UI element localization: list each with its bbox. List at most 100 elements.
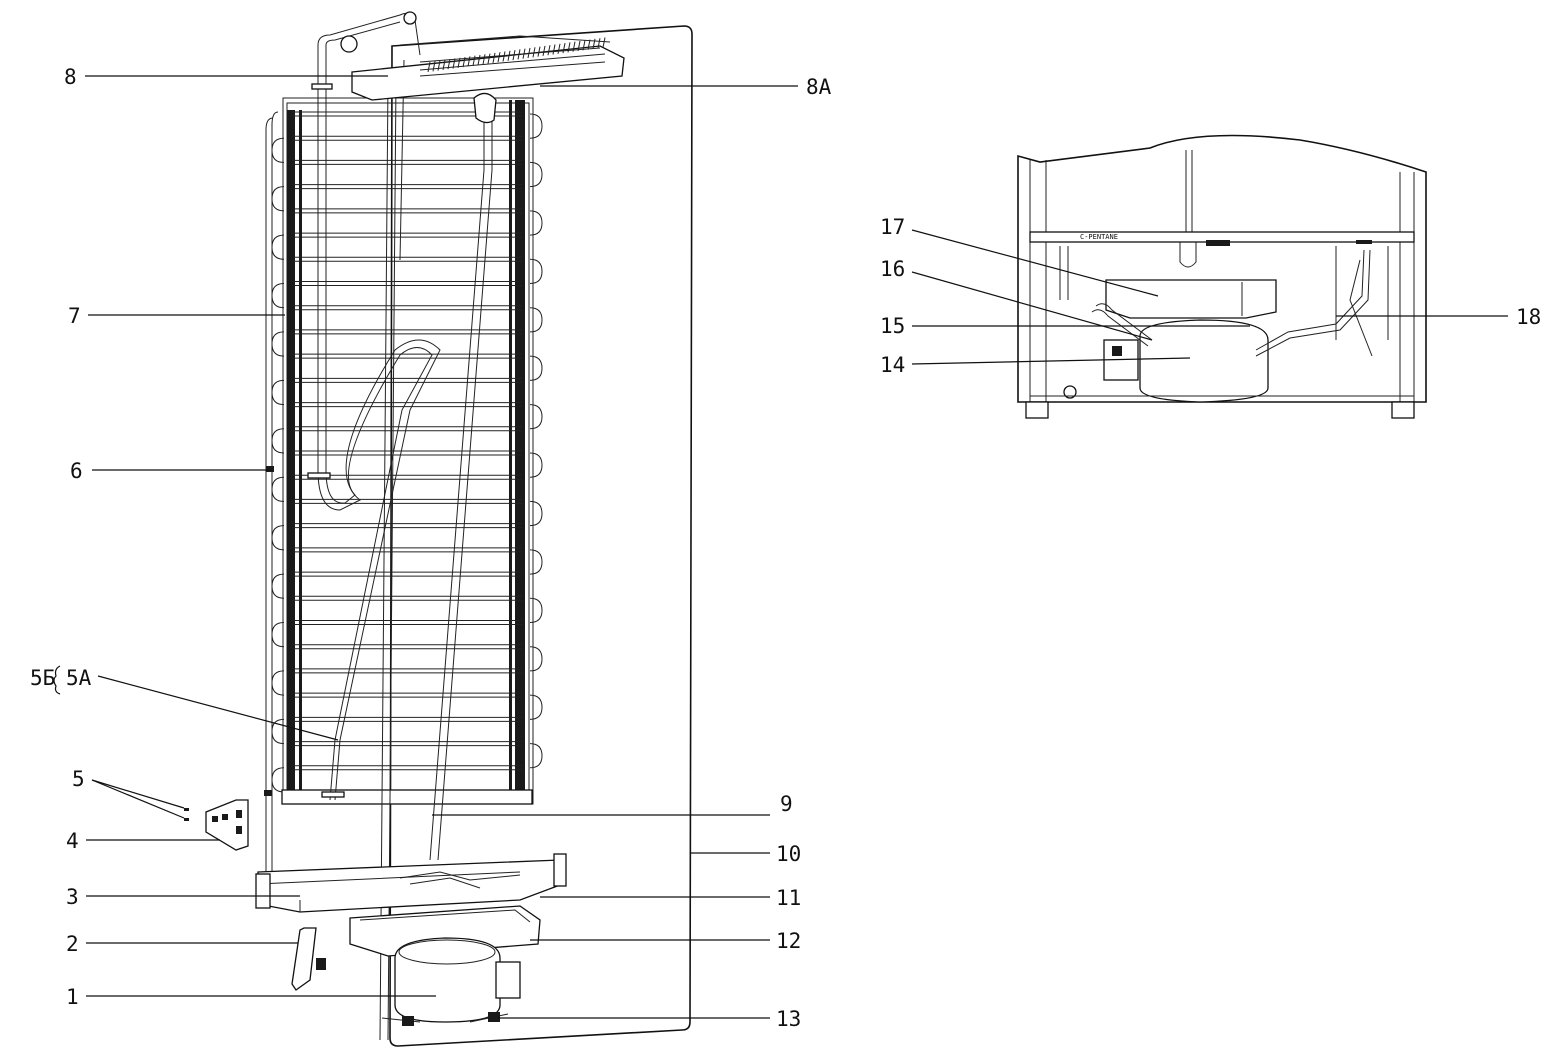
- tray-fin: [532, 47, 536, 58]
- tray-fin: [517, 49, 521, 60]
- drip-tray: [349, 905, 541, 957]
- coil-bend: [271, 428, 285, 454]
- inset-tab-2: [1356, 240, 1372, 244]
- coil-bend: [271, 476, 285, 502]
- tray-fin: [497, 52, 501, 63]
- coil-bend: [529, 404, 543, 430]
- coil-bend: [271, 670, 285, 696]
- label-7: 7: [68, 304, 81, 328]
- tray-fin: [467, 56, 471, 67]
- tray-fin: [427, 61, 431, 73]
- capillary-clip-upper: [307, 472, 331, 479]
- inset-leader-lines: [911, 229, 1508, 365]
- inset-drain-hook: [1179, 242, 1197, 268]
- compressor: [381, 937, 521, 1026]
- tray-fin: [452, 58, 456, 69]
- tray-fin: [482, 54, 486, 65]
- label-18: 18: [1516, 305, 1541, 329]
- inset-pipe-18: [1255, 249, 1371, 357]
- capillary-tube-2: [325, 45, 433, 801]
- coil-bend: [529, 597, 543, 623]
- hinge-hole-1: [212, 816, 218, 822]
- compressor-dome: [398, 939, 496, 965]
- coil-bend: [529, 500, 543, 527]
- screw-2: [184, 818, 189, 821]
- coil-bend: [271, 767, 285, 793]
- base-plate: [257, 859, 561, 913]
- compressor-body: [394, 937, 501, 1023]
- suction-line-top: [473, 92, 497, 124]
- coil-bend: [529, 452, 543, 478]
- label-5: 5: [72, 767, 85, 791]
- tray-fin: [597, 38, 601, 49]
- base-plate-edge: [257, 871, 521, 912]
- inset-labels: 17 16 15 14 18: [880, 215, 1541, 377]
- filter-clamp: [316, 958, 326, 970]
- label-4: 4: [66, 829, 79, 853]
- label-14: 14: [880, 353, 905, 377]
- label-6: 6: [70, 459, 83, 483]
- coil-bend: [529, 694, 543, 720]
- screw-1: [184, 808, 189, 811]
- tray-fin: [572, 41, 576, 52]
- coil-bend: [529, 307, 543, 333]
- hinge-hole-4: [236, 826, 242, 834]
- tray-fin: [567, 42, 571, 53]
- tray-fin: [512, 50, 516, 61]
- coil-bend: [271, 525, 285, 551]
- compressor-base: [255, 853, 567, 913]
- tray-fin: [562, 43, 566, 54]
- capillary-clip-lower: [321, 791, 345, 798]
- tray-fin: [552, 44, 556, 55]
- hinge-hole-2: [222, 814, 228, 820]
- coil-bend: [529, 355, 543, 381]
- label-2: 2: [66, 932, 79, 956]
- tray-fin: [507, 50, 511, 61]
- coil-bend: [271, 379, 285, 406]
- tray-fin: [462, 57, 466, 68]
- condenser-rail-right: [515, 100, 525, 800]
- coil-bend: [529, 549, 543, 575]
- condenser-rail-left: [287, 110, 295, 800]
- label-3: 3: [66, 885, 79, 909]
- condenser-rail-right-2: [509, 100, 512, 800]
- tray-fin: [527, 47, 531, 59]
- coil-bend: [271, 234, 285, 260]
- coil-bend: [271, 186, 285, 212]
- tray-fin: [587, 39, 591, 50]
- leader-lines: [53, 75, 798, 1019]
- back-panel: [389, 25, 693, 1047]
- filter-drier: [291, 927, 317, 991]
- tray-fin: [542, 45, 546, 56]
- label-17: 17: [880, 215, 905, 239]
- condenser-bottom-bar: [281, 789, 533, 805]
- base-bracket-right: [553, 853, 567, 887]
- tray-fin: [522, 48, 526, 59]
- inset-pipe-16b: [1091, 309, 1149, 347]
- coil-bend: [271, 331, 285, 357]
- tray-fin: [457, 57, 461, 68]
- tray-fin: [432, 61, 436, 72]
- coil-bend: [271, 622, 285, 648]
- pipe-clip-lower: [264, 790, 272, 796]
- compressor-foot-left: [402, 1016, 414, 1026]
- label-1: 1: [66, 985, 79, 1009]
- label-10: 10: [776, 842, 801, 866]
- inset-pipe-right: [1349, 259, 1373, 357]
- suction-line-2: [437, 110, 493, 861]
- inset-relay-dark: [1112, 346, 1122, 356]
- tray-fin: [477, 54, 481, 66]
- inset-bottom-view: C-PENTANE 17: [880, 134, 1541, 419]
- hinge-hole-3: [236, 810, 242, 818]
- pipe-clip-6: [266, 466, 274, 472]
- top-tray-body: [351, 45, 625, 101]
- tray-fin: [602, 37, 606, 48]
- label-8a: 8А: [806, 75, 832, 99]
- label-5a: 5А: [66, 666, 92, 690]
- coil-bend: [529, 210, 543, 236]
- tray-fin: [437, 60, 441, 71]
- suction-line: [429, 110, 485, 861]
- coil-bend: [271, 137, 285, 163]
- coil-bend: [529, 743, 543, 769]
